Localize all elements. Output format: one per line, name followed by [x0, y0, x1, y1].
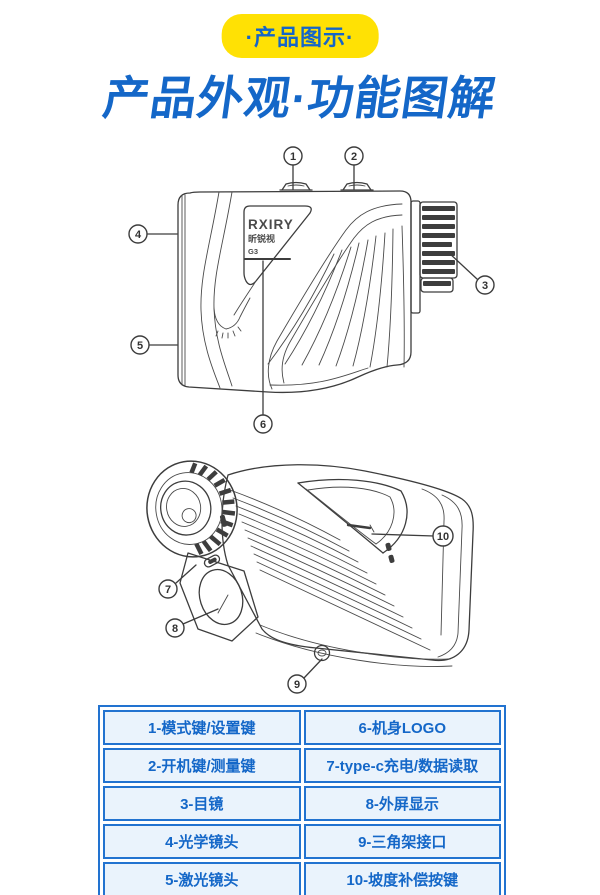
svg-text:10: 10 — [437, 531, 449, 543]
svg-text:2: 2 — [351, 151, 357, 163]
legend-cell-9: 9-三角架接口 — [303, 824, 501, 859]
legend-cell-7: 7-type-c充电/数据读取 — [303, 748, 501, 783]
logo-sub-text: 昕锐视 — [248, 233, 275, 244]
legend-cell-4: 4-光学镜头 — [103, 824, 301, 859]
legend-cell-2: 2-开机键/测量键 — [103, 748, 301, 783]
legend-row: 1-模式键/设置键 6-机身LOGO — [103, 710, 501, 745]
grip-ribs — [267, 225, 405, 368]
eyepiece — [410, 200, 458, 314]
section-badge: ·产品图示· — [221, 14, 379, 58]
legend-cell-10: 10-坡度补偿按键 — [303, 862, 501, 895]
legend-cell-3: 3-目镜 — [103, 786, 301, 821]
objective-lens — [146, 460, 238, 558]
callout-leaders-front — [175, 533, 435, 679]
power-button — [340, 181, 374, 191]
callout-8: 8 — [165, 618, 185, 638]
body-logo-panel: RXIRY 昕锐视 G3 — [243, 205, 312, 286]
callout-9: 9 — [287, 674, 307, 694]
legend-cell-5: 5-激光镜头 — [103, 862, 301, 895]
callout-3: 3 — [475, 275, 495, 295]
svg-text:3: 3 — [482, 280, 488, 292]
legend-cell-6: 6-机身LOGO — [303, 710, 501, 745]
svg-text:6: 6 — [260, 419, 266, 431]
callout-6: 6 — [253, 414, 273, 434]
svg-text:1: 1 — [290, 151, 296, 163]
logo-model-text: G3 — [248, 247, 258, 256]
body-contour-lines — [200, 191, 403, 390]
callout-4: 4 — [128, 224, 148, 244]
page-title: 产品外观·功能图解 — [99, 72, 500, 124]
callout-1: 1 — [283, 146, 303, 166]
callout-10: 10 — [432, 525, 454, 547]
callout-7: 7 — [158, 579, 178, 599]
logo-brand-text: RXIRY — [248, 217, 294, 232]
legend-table: 1-模式键/设置键 6-机身LOGO 2-开机键/测量键 7-type-c充电/… — [98, 705, 506, 895]
figure-side-view: RXIRY 昕锐视 G3 — [128, 146, 495, 434]
legend-row: 5-激光镜头 10-坡度补偿按键 — [103, 862, 501, 895]
svg-text:8: 8 — [172, 623, 178, 635]
callout-2: 2 — [344, 146, 364, 166]
callout-5: 5 — [130, 335, 150, 355]
svg-text:9: 9 — [294, 679, 300, 691]
figure-front-view: 7 8 9 10 — [146, 460, 474, 694]
device-body-front — [221, 464, 474, 667]
callout-leaders-side — [146, 164, 478, 416]
legend-cell-1: 1-模式键/设置键 — [103, 710, 301, 745]
legend-cell-8: 8-外屏显示 — [303, 786, 501, 821]
legend-row: 3-目镜 8-外屏显示 — [103, 786, 501, 821]
legend-row: 2-开机键/测量键 7-type-c充电/数据读取 — [103, 748, 501, 783]
tripod-mount — [313, 644, 331, 662]
external-display — [179, 552, 259, 642]
device-body-side — [177, 190, 412, 394]
legend-row: 4-光学镜头 9-三角架接口 — [103, 824, 501, 859]
section-badge-label: ·产品图示· — [245, 25, 355, 50]
mode-button — [279, 181, 313, 191]
svg-text:5: 5 — [137, 340, 143, 352]
svg-text:7: 7 — [165, 584, 171, 596]
grip-ribs-front — [229, 489, 431, 651]
slope-compensation-button — [297, 478, 408, 563]
svg-text:4: 4 — [135, 229, 142, 241]
